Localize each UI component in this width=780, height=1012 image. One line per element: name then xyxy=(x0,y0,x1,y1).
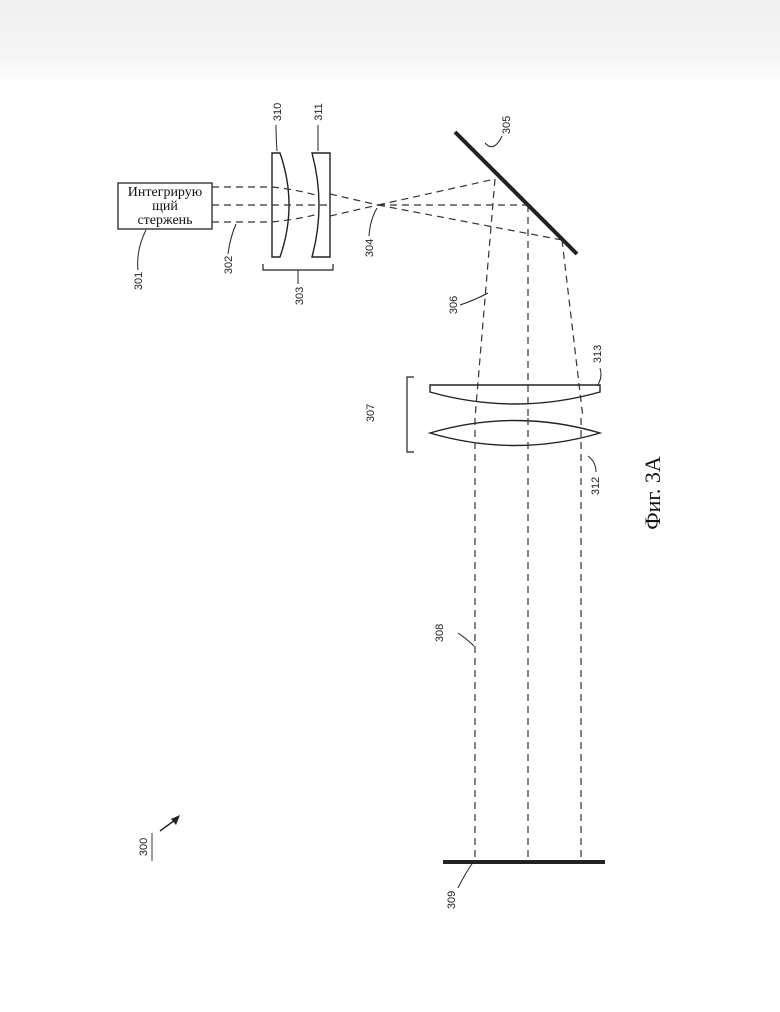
label-307: 307 xyxy=(365,404,377,422)
diverging-beam-top xyxy=(378,179,495,205)
lens-313 xyxy=(430,385,600,404)
system-arrow-line xyxy=(160,820,175,831)
leader-304 xyxy=(369,208,377,236)
leader-302 xyxy=(228,224,236,254)
leader-308 xyxy=(458,633,474,646)
converging-beam-bottom xyxy=(330,205,378,216)
inner-beam-bottom xyxy=(272,214,318,222)
label-305: 305 xyxy=(501,116,513,134)
leader-306 xyxy=(460,293,488,305)
leader-301 xyxy=(138,230,146,270)
rod-text-line-3: стержень xyxy=(137,213,192,228)
label-301: 301 xyxy=(133,272,145,290)
leader-309 xyxy=(458,864,472,888)
leader-310 xyxy=(276,125,277,151)
converging-beam-top xyxy=(330,194,378,205)
leader-313 xyxy=(597,368,601,386)
leader-305 xyxy=(485,136,502,147)
system-arrow-head xyxy=(171,815,180,825)
label-308: 308 xyxy=(434,624,446,642)
mirror-305 xyxy=(455,132,577,254)
inner-beam-top xyxy=(272,187,318,196)
label-302: 302 xyxy=(223,256,235,274)
label-309: 309 xyxy=(446,891,458,909)
lens-group-bracket xyxy=(263,264,333,270)
label-306: 306 xyxy=(448,296,460,314)
rod-text-line-1: Интегрирую xyxy=(128,185,202,200)
label-312: 312 xyxy=(590,477,602,495)
lens-312 xyxy=(430,421,600,446)
label-300: 300 xyxy=(138,838,150,856)
figure-caption: Фиг. 3А xyxy=(640,456,665,530)
reflected-beam-right xyxy=(562,240,583,418)
lens-pair-bracket xyxy=(407,377,414,452)
label-303: 303 xyxy=(294,287,306,305)
label-310: 310 xyxy=(272,103,284,121)
leader-312 xyxy=(588,456,596,472)
label-313: 313 xyxy=(592,345,604,363)
label-304: 304 xyxy=(364,239,376,257)
label-311: 311 xyxy=(313,103,325,121)
rod-text-line-2: щий xyxy=(152,199,178,214)
